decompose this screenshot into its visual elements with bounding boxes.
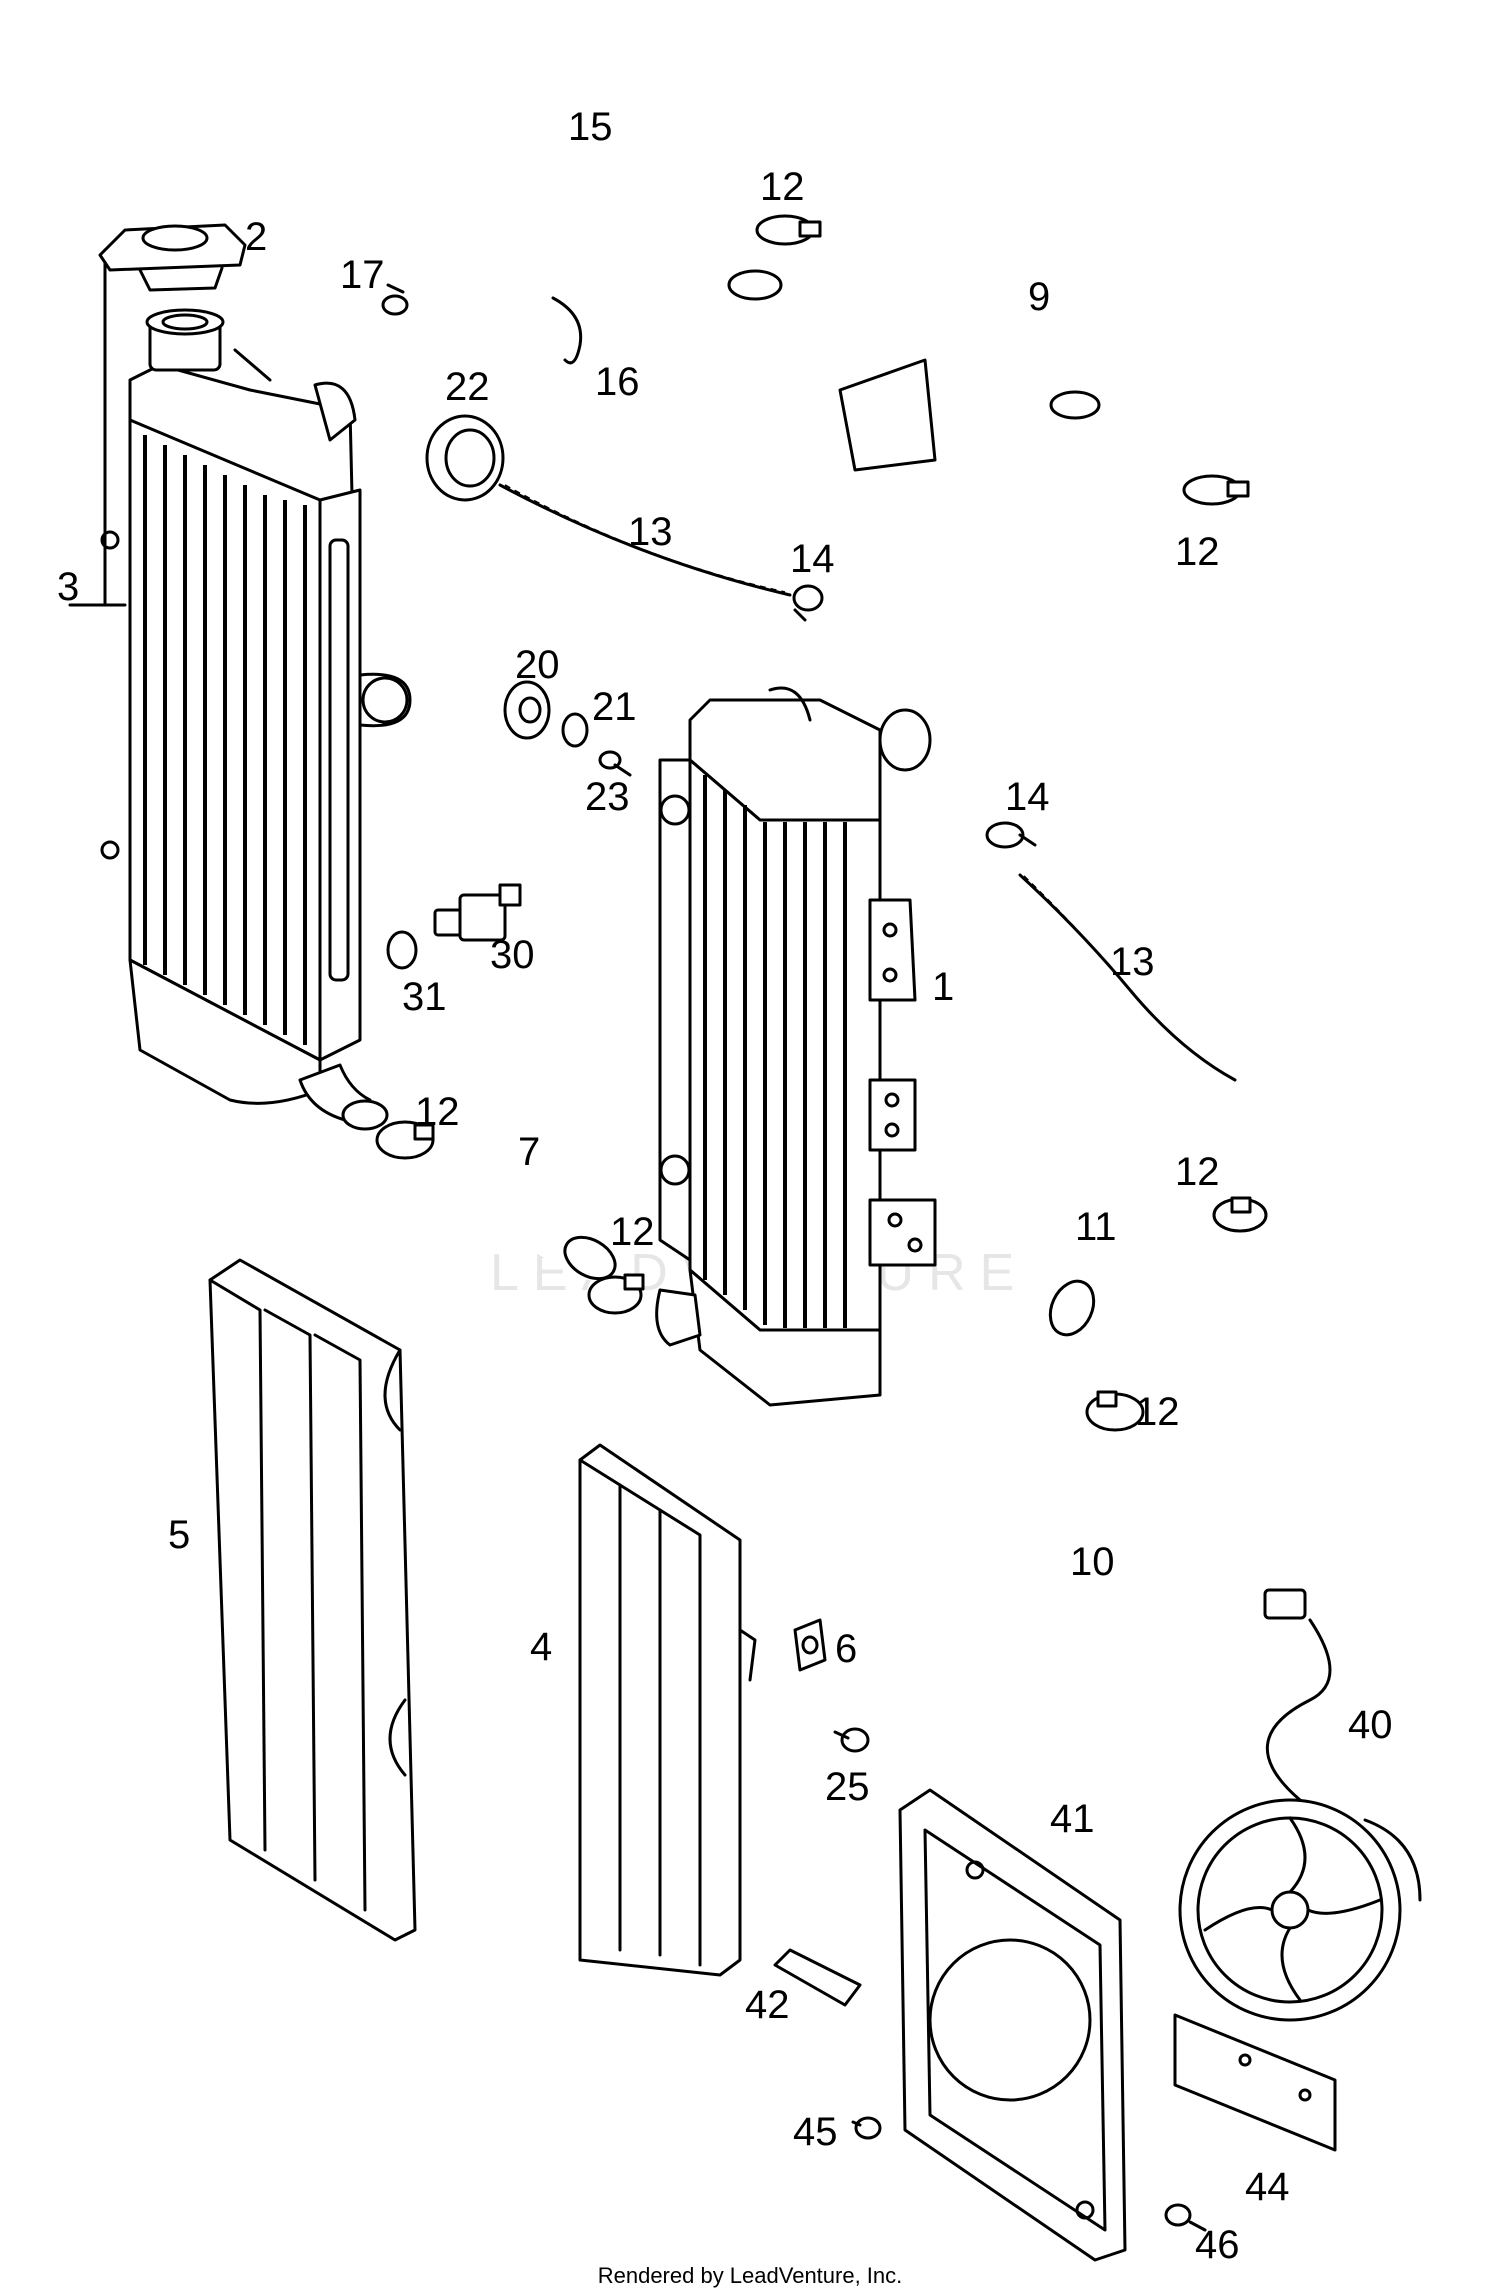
- label-17: 17: [340, 253, 385, 297]
- label-41: 41: [1050, 1797, 1095, 1841]
- label-23: 23: [585, 775, 630, 819]
- callout-labels: 1 2 3 4 5 6 7 9 10 11 12 12 12 12 12 12 …: [57, 105, 1393, 2267]
- coolant-hose-short-left: [415, 1145, 617, 1281]
- label-13-lower: 13: [1110, 940, 1155, 984]
- hose-clamp-7-left: [375, 1120, 435, 1160]
- fan-cover-plate: [1173, 2013, 1337, 2152]
- label-14-lower: 14: [1005, 775, 1050, 819]
- y-coolant-hose: [727, 251, 1231, 494]
- label-11: 11: [1075, 1205, 1117, 1249]
- fan-frame: [898, 1788, 1127, 2262]
- label-12-hose11-bottom: 12: [1135, 1390, 1180, 1434]
- label-1: 1: [932, 965, 954, 1009]
- label-2: 2: [245, 215, 267, 259]
- label-7: 7: [518, 1130, 540, 1174]
- label-12-hose7-left: 12: [415, 1090, 460, 1134]
- bleed-screw: [381, 283, 409, 316]
- overflow-hose: [452, 67, 658, 263]
- coolant-hose-bent: [978, 1488, 1182, 1776]
- radiator-guard-right: [578, 1443, 757, 1977]
- label-40: 40: [1348, 1703, 1393, 1747]
- label-12-hose7-right: 12: [610, 1210, 655, 1254]
- breather-hose-upper: [498, 483, 792, 597]
- hose-clamp-small-lower: [985, 821, 1037, 849]
- label-3: 3: [57, 565, 79, 609]
- hose-clamp-small-upper: [792, 584, 824, 622]
- label-46: 46: [1195, 2223, 1240, 2267]
- hose-clamp-top-left: [755, 214, 822, 246]
- screw: [598, 750, 632, 777]
- breather-hose-lower: [1018, 873, 1237, 1082]
- label-31: 31: [402, 975, 447, 1019]
- label-12-hose11-top: 12: [1175, 1150, 1220, 1194]
- label-42: 42: [745, 1983, 790, 2027]
- hose-clamp-7-right: [587, 1273, 645, 1315]
- filler-grommet: [425, 414, 505, 502]
- right-radiator: [655, 686, 937, 1407]
- label-5: 5: [168, 1513, 190, 1557]
- label-15: 15: [568, 105, 613, 149]
- label-14-upper: 14: [790, 537, 835, 581]
- label-16: 16: [595, 360, 640, 404]
- label-25: 25: [825, 1765, 870, 1809]
- coolant-hose-short-right: [1048, 1220, 1225, 1337]
- washer: [561, 712, 589, 748]
- hose-clamp-11-top: [1212, 1196, 1268, 1233]
- label-6: 6: [835, 1627, 857, 1671]
- seal-ring: [386, 930, 418, 970]
- label-45: 45: [793, 2110, 838, 2154]
- hose-clamp-11-bottom: [1085, 1390, 1145, 1432]
- label-22: 22: [445, 365, 490, 409]
- guard-screw: [833, 1727, 870, 1753]
- temperature-switch: [433, 883, 522, 942]
- label-9: 9: [1028, 275, 1050, 319]
- hose-clip: [551, 296, 583, 365]
- foam-strip: [773, 1948, 862, 2007]
- plate-screw: [1164, 2203, 1207, 2232]
- rubber-bushing: [503, 680, 551, 740]
- left-radiator-fins: [143, 435, 307, 1045]
- label-4: 4: [530, 1625, 552, 1669]
- cooling-fan: [1178, 1588, 1422, 2022]
- radiator-guard-left: [208, 1258, 417, 1942]
- clip-nut: [793, 1618, 827, 1672]
- left-radiator: [68, 248, 412, 1131]
- frame-screw: [851, 2116, 882, 2140]
- label-10: 10: [1070, 1540, 1115, 1584]
- label-12-top-left: 12: [760, 165, 805, 209]
- label-12-top-right: 12: [1175, 530, 1220, 574]
- label-13-upper: 13: [628, 510, 673, 554]
- radiator-cap: [98, 223, 247, 292]
- hose-clamp-top-right: [1182, 474, 1250, 506]
- right-radiator-fins: [703, 775, 847, 1328]
- label-20: 20: [515, 643, 560, 687]
- label-21: 21: [592, 685, 637, 729]
- footer-credit: Rendered by LeadVenture, Inc.: [598, 2263, 903, 2288]
- label-30: 30: [490, 933, 535, 977]
- label-44: 44: [1245, 2165, 1290, 2209]
